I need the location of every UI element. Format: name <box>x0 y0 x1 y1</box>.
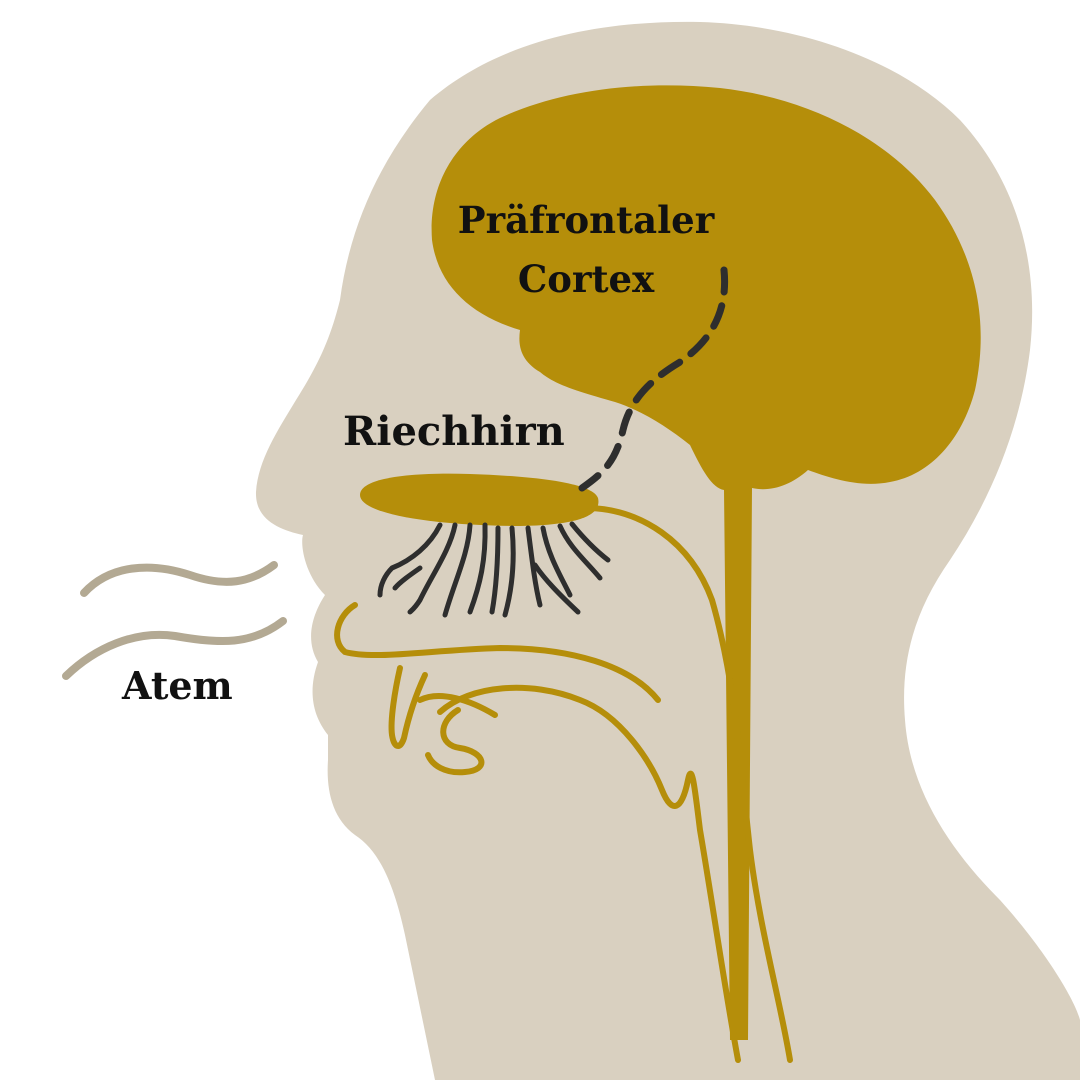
brain-icon <box>431 85 981 1041</box>
label-prefrontal-line2: Cortex <box>517 256 655 301</box>
olfactory-tract <box>587 505 793 1063</box>
label-prefrontal-cortex: Präfrontaler Cortex <box>458 200 714 299</box>
olfactory-bulb-icon <box>360 473 599 526</box>
dashed-connection <box>578 266 729 492</box>
olfactory-nerves <box>377 521 611 618</box>
label-prefrontal-line1: Präfrontaler <box>457 198 715 242</box>
breath-waves-icon <box>62 561 287 680</box>
label-breath: Atem <box>122 663 233 708</box>
airway-passages <box>334 602 741 1063</box>
label-olfactory-brain: Riechhirn <box>343 408 565 455</box>
